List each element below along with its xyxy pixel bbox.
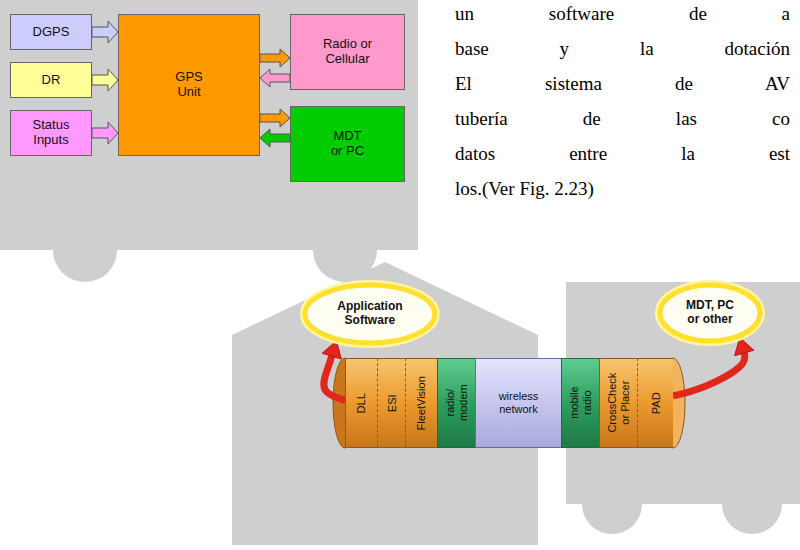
block-arrow bbox=[92, 21, 118, 43]
node-label: mobile radio bbox=[568, 385, 593, 422]
block-arrow bbox=[260, 129, 290, 147]
vehicle-wheel bbox=[722, 474, 782, 534]
block-arrow bbox=[92, 69, 118, 91]
pipe-segment: radio/ modem bbox=[437, 358, 475, 448]
block-arrow bbox=[92, 122, 118, 144]
body-text-line: base y la dotación bbox=[455, 37, 790, 61]
node-label: PAD bbox=[649, 392, 662, 414]
connector-arrow bbox=[92, 21, 118, 43]
vehicle-wheel bbox=[53, 218, 117, 282]
node-label: Application Software bbox=[325, 300, 415, 328]
body-text-line: tubería de las co bbox=[455, 107, 790, 131]
pipe-segment: ESI bbox=[377, 358, 405, 448]
block-arrow bbox=[260, 69, 290, 87]
node-label: GPS Unit bbox=[169, 70, 209, 100]
connector-arrow bbox=[322, 341, 345, 400]
node-label: Radio or Cellular bbox=[313, 37, 383, 67]
block-arrow bbox=[260, 109, 290, 127]
input-box: Status Inputs bbox=[10, 110, 92, 156]
connector-arrow bbox=[92, 122, 118, 144]
body-text-line: un software de a bbox=[455, 2, 790, 26]
vehicle-body bbox=[0, 0, 418, 250]
connector-arrow bbox=[92, 69, 118, 91]
vehicle-body bbox=[566, 282, 800, 504]
node-label: radio/ modem bbox=[444, 385, 469, 422]
vehicle-silhouette bbox=[0, 0, 418, 282]
ellipse-ring bbox=[660, 285, 760, 341]
ellipse-glow bbox=[657, 282, 763, 344]
connector-arrow bbox=[673, 338, 754, 396]
body-text-line: los.(Ver Fig. 2.23) bbox=[455, 177, 790, 201]
pipe-segment: DLL bbox=[345, 358, 377, 448]
pipe-segment: CrossCheck or Placer bbox=[599, 358, 637, 448]
input-box: DR bbox=[10, 62, 92, 98]
pipe-caps bbox=[333, 358, 685, 448]
curved-arrow-shaft bbox=[673, 351, 745, 396]
block-arrow bbox=[260, 49, 290, 67]
pipe-segment: wireless network bbox=[475, 358, 561, 448]
ellipse-ring bbox=[305, 285, 435, 343]
connector-arrow bbox=[260, 49, 290, 87]
pipe-segment: FleetVision bbox=[405, 358, 437, 448]
node-label: MDT or PC bbox=[327, 129, 369, 159]
node-label: Status Inputs bbox=[21, 118, 81, 148]
node-label: ESI bbox=[385, 394, 398, 412]
node-label: FleetVision bbox=[415, 376, 428, 430]
output-box: Radio or Cellular bbox=[290, 14, 405, 90]
node-label: MDT, PC or other bbox=[681, 299, 739, 327]
vehicle-wheel bbox=[582, 474, 642, 534]
gps-unit-box: GPS Unit bbox=[118, 14, 260, 156]
connector-arrow bbox=[260, 109, 290, 147]
pipe-segment: PAD bbox=[637, 358, 673, 448]
output-box: MDT or PC bbox=[290, 106, 405, 182]
curved-arrow-shaft bbox=[324, 354, 345, 400]
node-label: DR bbox=[42, 73, 61, 88]
node-label: DGPS bbox=[33, 25, 70, 40]
node-label: DLL bbox=[355, 393, 368, 413]
pipe-segment: mobile radio bbox=[561, 358, 599, 448]
body-text-line: El sistema de AV bbox=[455, 72, 790, 96]
input-box: DGPS bbox=[10, 14, 92, 50]
body-text-line: datos entre la est bbox=[455, 142, 790, 166]
node-label: wireless network bbox=[489, 390, 549, 415]
endpoint-ellipse: MDT, PC or other bbox=[655, 280, 765, 346]
vehicle-silhouette bbox=[566, 282, 800, 534]
endpoint-ellipse: Application Software bbox=[300, 280, 440, 348]
node-label: CrossCheck or Placer bbox=[606, 373, 631, 433]
ellipse-glow bbox=[302, 282, 438, 346]
